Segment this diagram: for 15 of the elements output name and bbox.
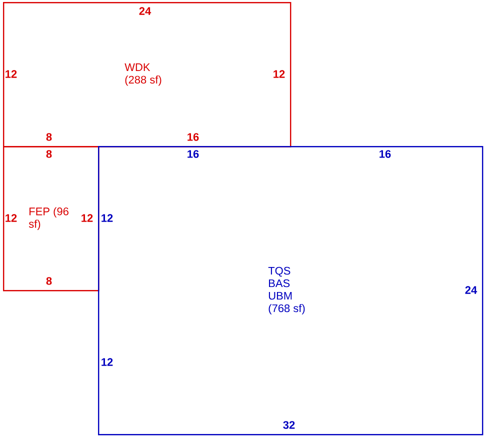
dimension-label: 12 <box>102 358 113 366</box>
dimension-label: 8 <box>46 150 52 158</box>
dimension-label: 8 <box>46 277 52 285</box>
dimension-label: 12 <box>102 214 113 222</box>
dimension-label: 12 <box>274 70 285 78</box>
dimension-label: 16 <box>380 150 391 158</box>
dimension-label: 12 <box>6 214 17 222</box>
dimension-label: 12 <box>82 214 93 222</box>
dimension-label: 32 <box>283 421 295 429</box>
dimension-label: 24 <box>139 7 152 15</box>
dimension-label: 8 <box>46 133 52 141</box>
dimension-label: 24 <box>465 286 478 294</box>
dimension-label: 16 <box>188 133 199 141</box>
dimension-label: 12 <box>6 70 17 78</box>
dimension-label: 16 <box>188 150 199 158</box>
